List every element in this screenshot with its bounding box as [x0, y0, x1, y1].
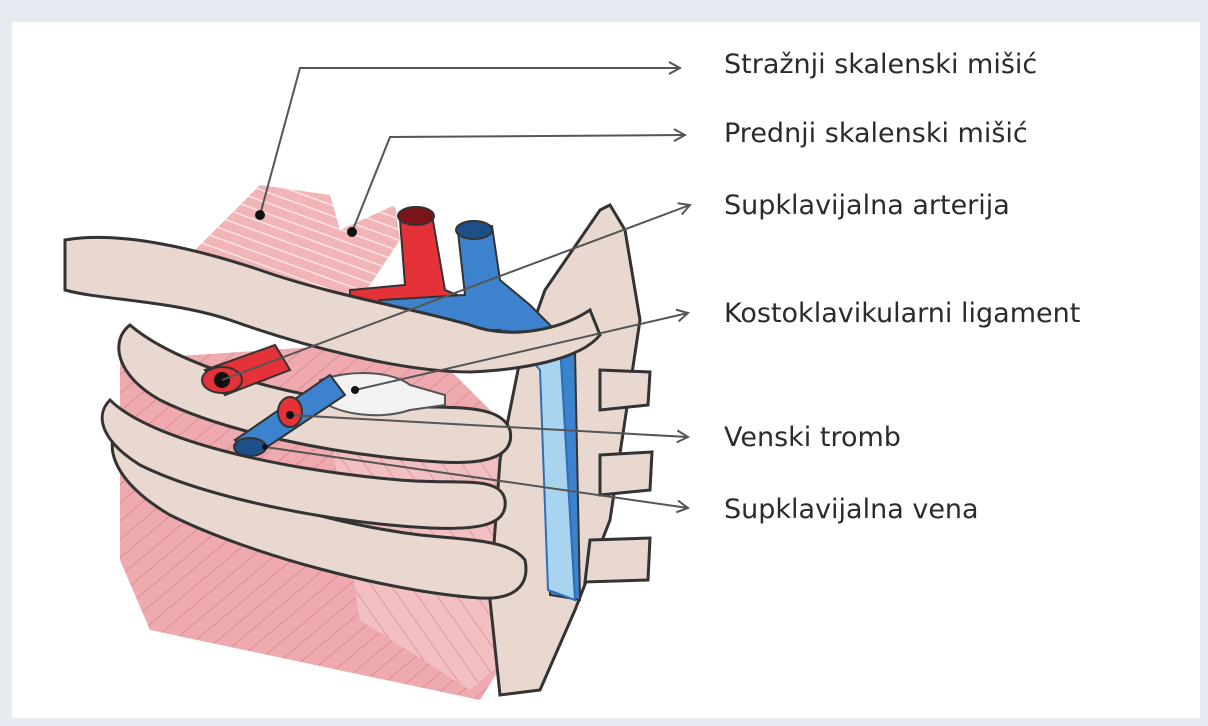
label-posterior-scalene: Stražnji skalenski mišić [724, 48, 1037, 82]
artery-top-opening [398, 207, 434, 225]
label-venous-thrombus: Venski tromb [724, 421, 901, 455]
leader-dot-thrombus [286, 411, 294, 419]
leader-posterior-scalene [260, 68, 680, 215]
label-costoclavicular-ligament: Kostoklavikularni ligament [724, 297, 1080, 331]
rib-right-1 [600, 370, 650, 410]
label-anterior-scalene: Prednji skalenski mišić [724, 117, 1028, 151]
leader-dot-anterior [347, 227, 357, 237]
rib-right-3 [585, 538, 650, 582]
rib-right-2 [600, 452, 652, 495]
label-subclavian-artery: Supklavijalna arterija [724, 189, 1010, 223]
vein-cross-section [234, 438, 266, 456]
leader-dot-vein [262, 444, 268, 450]
leader-dot-ligament [351, 386, 359, 394]
vein-top-opening [456, 221, 492, 239]
leader-dot-posterior [255, 210, 265, 220]
label-subclavian-vein: Supklavijalna vena [724, 493, 979, 527]
